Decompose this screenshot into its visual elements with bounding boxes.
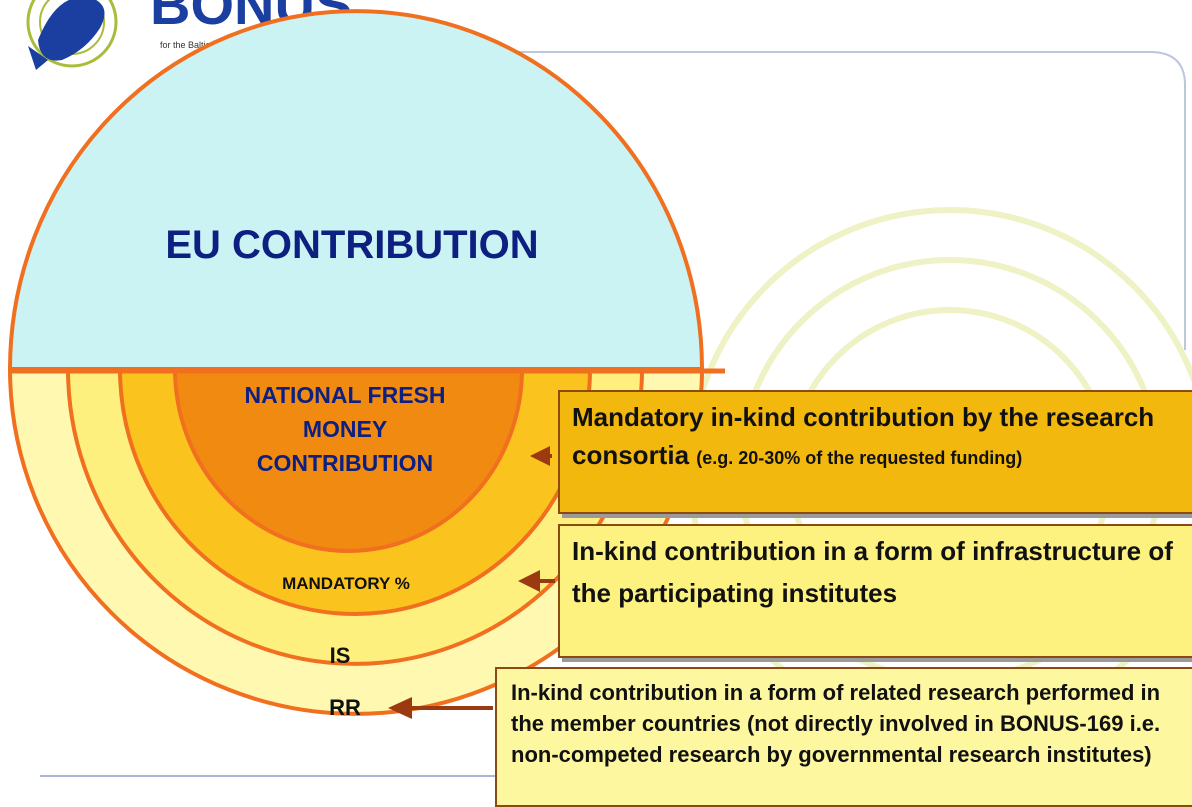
mandatory-callout-note: (e.g. 20-30% of the requested funding) <box>696 448 1023 468</box>
infrastructure-callout-text: In-kind contribution in a form of infras… <box>572 536 1173 608</box>
mandatory-callout-main: Mandatory in-kind contribution by the re… <box>572 402 1155 470</box>
eu-contribution-label: EU CONTRIBUTION <box>165 223 538 267</box>
rr-label: RR <box>329 695 361 720</box>
arrow-to-national <box>530 446 552 466</box>
national-label-line-3: CONTRIBUTION <box>257 450 433 476</box>
national-fresh-money-segment <box>172 367 525 553</box>
is-label: IS <box>330 643 351 668</box>
related-research-callout: In-kind contribution in a form of relate… <box>495 667 1192 807</box>
mandatory-inkind-callout: Mandatory in-kind contribution by the re… <box>558 390 1192 514</box>
mandatory-percent-label: MANDATORY % <box>282 574 410 593</box>
slide-frame-line <box>505 51 1186 350</box>
eu-contribution-segment <box>7 9 705 371</box>
logo-tagline: for the Baltic Sea <box>160 40 229 50</box>
national-fresh-money-label: NATIONAL FRESH MONEY CONTRIBUTION <box>244 382 445 476</box>
arrow-to-rr <box>388 697 493 719</box>
infrastructure-inkind-callout: In-kind contribution in a form of infras… <box>558 524 1192 658</box>
national-label-line-1: NATIONAL FRESH <box>244 382 445 408</box>
logo-ring-icon <box>26 0 118 70</box>
national-label-line-2: MONEY <box>303 416 387 442</box>
arrow-to-mandatory <box>518 570 555 592</box>
related-research-callout-text: In-kind contribution in a form of relate… <box>511 680 1161 767</box>
